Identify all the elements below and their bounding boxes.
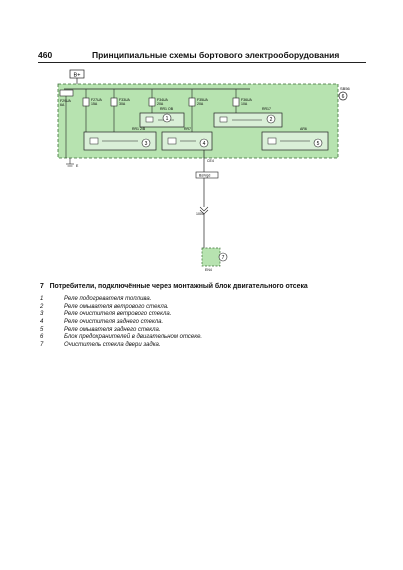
battery-label: B+: [74, 73, 81, 79]
legend-text: Реле омывателя ветрового стекла.: [64, 303, 169, 310]
relay-1: RR1 OB 1: [139, 107, 185, 128]
legend-item: 4 Реле очистителя заднего стекла.: [40, 319, 370, 327]
block-number-circle: [338, 91, 348, 101]
legend-text: Реле очистителя ветрового стекла.: [64, 311, 172, 318]
consumer-code: EN4: [205, 268, 212, 272]
output-wire: CE4 Bs/Vgd 1000: [195, 150, 219, 248]
ground-left: E: [66, 158, 79, 168]
legend-item: 7 Очиститель стекла двери задка.: [40, 342, 370, 350]
legend-number: 3: [40, 311, 44, 318]
legend-text: Реле омывателя заднего стекла.: [64, 326, 161, 333]
relay-5-code: AR6: [300, 127, 307, 131]
relay-5-number: 5: [317, 141, 320, 147]
relay-1-number: 1: [166, 116, 169, 122]
legend-number: 4: [40, 319, 44, 326]
relay-2-code: RR17: [262, 107, 271, 111]
header-rule: [38, 62, 366, 63]
legend-item: 2 Реле омывателя ветрового стекла.: [40, 304, 370, 312]
relay-4-code: RR7: [184, 127, 191, 131]
figure-title: Потребители, подключённые через монтажны…: [49, 283, 308, 290]
relay-1-code: RR1 OB: [160, 107, 174, 111]
relay-5: AR6 5: [261, 127, 329, 151]
legend-number: 7: [40, 342, 44, 349]
legend-item: 6 Блок предохранителей в двигательном отс…: [40, 334, 370, 342]
block-number: 6: [342, 94, 345, 100]
legend-number: 1: [40, 296, 44, 302]
page-number: 460: [38, 50, 53, 60]
legend-text: Блок предохранителей в двигательном отсе…: [64, 334, 203, 341]
legend-number: 5: [40, 326, 44, 333]
legend-item: 1 Реле подогревателя топлива.: [40, 296, 370, 304]
legend-number: 6: [40, 334, 44, 341]
legend-number: 2: [40, 303, 44, 310]
legend-text: Реле очистителя заднего стекла.: [64, 319, 164, 326]
legend-item: 5 Реле омывателя заднего стекла.: [40, 327, 370, 335]
page-title: Принципиальные схемы бортового электрооб…: [92, 50, 340, 60]
connector-code: CE4: [207, 159, 214, 163]
page-header: 460 Принципиальные схемы бортового элект…: [38, 50, 366, 62]
relay-3-code: RR1 2/B: [132, 127, 146, 131]
consumer-number: 7: [222, 255, 225, 261]
relay-4: RR7 4: [161, 127, 213, 151]
relay-4-number: 4: [203, 141, 206, 147]
legend-item: 3 Реле очистителя ветрового стекла.: [40, 311, 370, 319]
wire-bundle-label: Bs/Vgd: [199, 174, 210, 178]
consumer-7: 7 EN4: [201, 247, 228, 272]
relay-3-number: 3: [145, 141, 148, 147]
ground-left-label: E: [76, 164, 79, 168]
relay-2: RR17 2: [213, 107, 283, 128]
legend-text: Очиститель стекла двери задка.: [64, 342, 161, 349]
relay-2-number: 2: [270, 117, 273, 123]
legend-text: Реле подогревателя топлива.: [64, 296, 152, 302]
block-id: SB56: [340, 86, 351, 91]
figure-caption: 7 Потребители, подключённые через монтаж…: [40, 283, 370, 290]
relay-3: RR1 2/B 3: [83, 127, 157, 151]
figure-number: 7: [40, 283, 44, 290]
connector-code-2: 1000: [196, 212, 204, 216]
main-fuse: [59, 89, 74, 97]
